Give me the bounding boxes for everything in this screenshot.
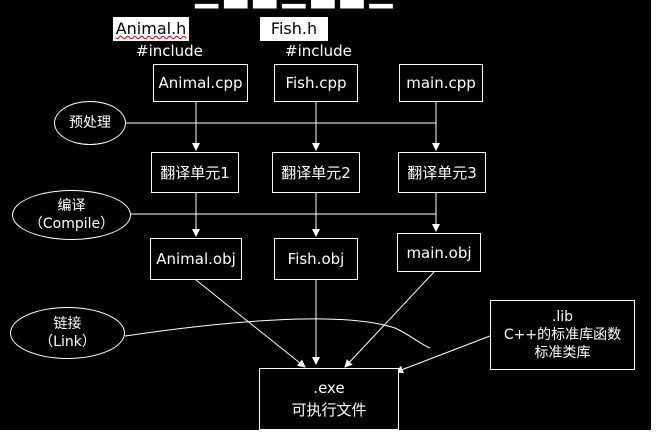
library-ext: .lib	[551, 309, 574, 325]
object-main-obj: main.obj	[397, 233, 481, 272]
stage-compile: 编译 （Compile）	[12, 190, 131, 240]
arrow-lib	[395, 335, 491, 374]
compile-en-label: （Compile）	[28, 216, 115, 232]
fish-h-label: Fish.h	[270, 19, 318, 38]
connector-lines	[124, 102, 491, 374]
arrow-animal-obj	[195, 279, 306, 368]
unit-1: 翻译单元1	[151, 152, 239, 193]
animal-h-label: Animal.h	[115, 19, 187, 38]
link-curve	[124, 318, 431, 349]
preprocess-label: 预处理	[69, 115, 111, 131]
compile-cn-label: 编译	[57, 198, 86, 214]
unit-3: 翻译单元3	[398, 152, 486, 193]
object-animal-obj: Animal.obj	[150, 238, 242, 280]
title-fragment: ▁▂▃▁▂▃▁	[195, 0, 399, 9]
stage-link: 链接 （Link）	[10, 307, 125, 359]
unit-2: 翻译单元2	[272, 152, 360, 193]
library-line1: C++的标准库函数	[503, 327, 622, 343]
diagram-canvas: ▁▂▃▁▂▃▁ Animal.h Fish.h #include #includ…	[0, 0, 651, 430]
library-box: .lib C++的标准库函数 标准类库	[490, 300, 635, 370]
output-desc: 可执行文件	[291, 401, 367, 419]
library-line2: 标准类库	[534, 345, 591, 361]
stage-preprocess: 预处理	[54, 101, 126, 145]
output-ext: .exe	[313, 379, 345, 397]
include-label-2: #include	[285, 42, 352, 60]
include-label-1: #include	[136, 42, 203, 60]
arrow-main-obj	[344, 271, 435, 368]
link-en-label: （Link）	[39, 334, 96, 350]
object-fish-obj: Fish.obj	[274, 238, 358, 280]
source-animal-cpp: Animal.cpp	[153, 64, 248, 102]
output-exe-box: .exe 可执行文件	[259, 368, 399, 430]
header-fish-h: Fish.h	[259, 16, 329, 42]
header-animal-h: Animal.h	[112, 16, 190, 42]
source-fish-cpp: Fish.cpp	[274, 64, 358, 102]
link-cn-label: 链接	[53, 316, 82, 332]
source-main-cpp: main.cpp	[399, 64, 483, 102]
